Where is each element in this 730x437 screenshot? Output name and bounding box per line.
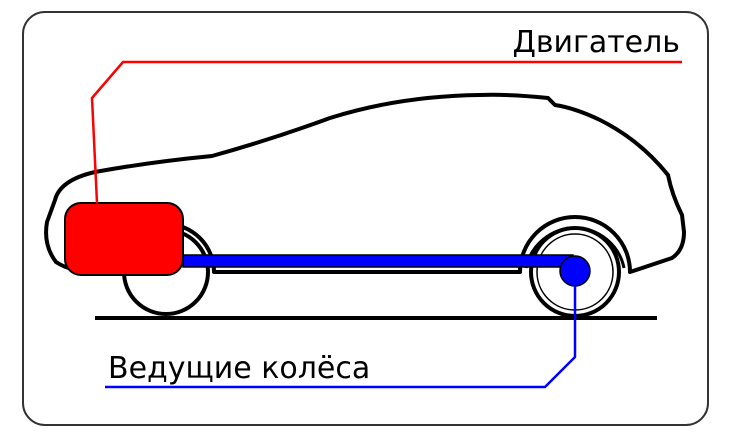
drive-shaft xyxy=(182,254,574,268)
drive-wheels-callout-line xyxy=(105,286,577,389)
engine-callout-line xyxy=(90,60,682,204)
engine-block xyxy=(64,202,184,276)
drive-axle-hub xyxy=(559,255,591,287)
drive-wheels-label: Ведущие колёса xyxy=(108,351,370,386)
frame-border xyxy=(22,11,709,426)
engine-label: Двигатель xyxy=(512,25,680,60)
